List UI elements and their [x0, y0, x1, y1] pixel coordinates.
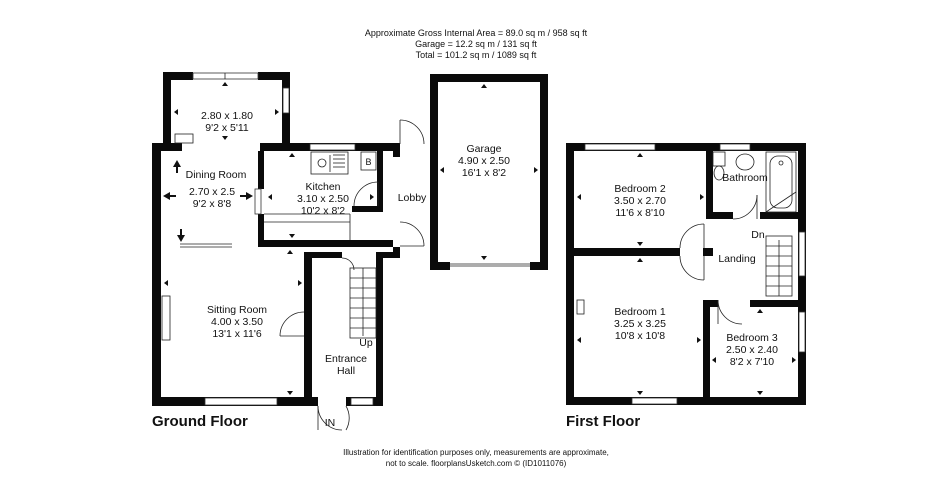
- boiler-label: B: [365, 157, 371, 167]
- garage-dims-m: 4.90 x 2.50: [458, 155, 510, 167]
- disclaimer-line-2: not to scale. floorplansUsketch.com © (I…: [386, 459, 567, 468]
- bathroom-name: Bathroom: [722, 172, 768, 184]
- bathroom-fixtures: [712, 151, 797, 213]
- bedroom-3-name: Bedroom 3: [726, 332, 778, 344]
- bedroom-1-dims-ft: 10'8 x 10'8: [615, 330, 665, 342]
- kitchen-fixtures: [310, 151, 377, 175]
- area-garage: Garage = 12.2 sq m / 131 sq ft: [415, 39, 537, 49]
- ground-floor-labels: 2.80 x 1.80 9'2 x 5'11 Dining Room 2.70 …: [152, 110, 510, 430]
- ground-floor-doors: [279, 119, 425, 431]
- kitchen-dims-m: 3.10 x 2.50: [297, 193, 349, 205]
- dimension-arrows: [163, 82, 538, 395]
- kitchen-dims-ft: 10'2 x 8'2: [301, 205, 345, 217]
- kitchen-name: Kitchen: [305, 181, 340, 193]
- first-floor-title: First Floor: [566, 413, 640, 430]
- first-floor-stairs: [576, 235, 793, 315]
- ground-floor-title: Ground Floor: [152, 413, 248, 430]
- lobby-name: Lobby: [398, 192, 427, 204]
- bedroom-3-dims-ft: 8'2 x 7'10: [730, 356, 774, 368]
- bedroom-1-name: Bedroom 1: [614, 306, 666, 318]
- stairs-down-label: Dn: [751, 229, 765, 241]
- dining-room-dims-m: 2.70 x 2.5: [189, 186, 235, 198]
- garage-name: Garage: [466, 143, 501, 155]
- ground-floor-windows: [192, 72, 530, 406]
- entrance-hall-name-1: Entrance: [325, 353, 367, 365]
- ground-floor-stairs: [349, 267, 377, 339]
- sitting-room-dims-ft: 13'1 x 11'6: [212, 328, 262, 340]
- ground-floor-details: [161, 133, 351, 341]
- area-total: Total = 101.2 sq m / 1089 sq ft: [416, 50, 537, 60]
- bedroom-2-dims-ft: 11'6 x 8'10: [615, 207, 665, 219]
- bedroom-2-dims-m: 3.50 x 2.70: [614, 195, 666, 207]
- landing-name: Landing: [718, 253, 756, 265]
- first-floor-labels: Bedroom 2 3.50 x 2.70 11'6 x 8'10 Bathro…: [566, 172, 778, 430]
- bedroom-3-dims-m: 2.50 x 2.40: [726, 344, 778, 356]
- first-floor-doors: [679, 194, 758, 325]
- garage-dims-ft: 16'1 x 8'2: [462, 167, 506, 179]
- entrance-hall-name-2: Hall: [337, 365, 355, 377]
- dining-room-name: Dining Room: [186, 169, 247, 181]
- disclaimer-line-1: Illustration for identification purposes…: [343, 448, 609, 457]
- dining-room-dims-ft: 9'2 x 8'8: [193, 198, 232, 210]
- conservatory-dims-m: 2.80 x 1.80: [201, 110, 253, 122]
- sitting-room-dims-m: 4.00 x 3.50: [211, 316, 263, 328]
- stairs-up-label: Up: [359, 337, 373, 349]
- area-total-internal: Approximate Gross Internal Area = 89.0 s…: [365, 28, 588, 38]
- conservatory-dims-ft: 9'2 x 5'11: [205, 122, 249, 134]
- entrance-label: IN: [325, 417, 336, 429]
- first-floor-dimension-arrows: [577, 153, 796, 395]
- bedroom-1-dims-m: 3.25 x 3.25: [614, 318, 666, 330]
- bedroom-2-name: Bedroom 2: [614, 183, 666, 195]
- first-floor-windows: [584, 143, 806, 405]
- sitting-room-name: Sitting Room: [207, 304, 267, 316]
